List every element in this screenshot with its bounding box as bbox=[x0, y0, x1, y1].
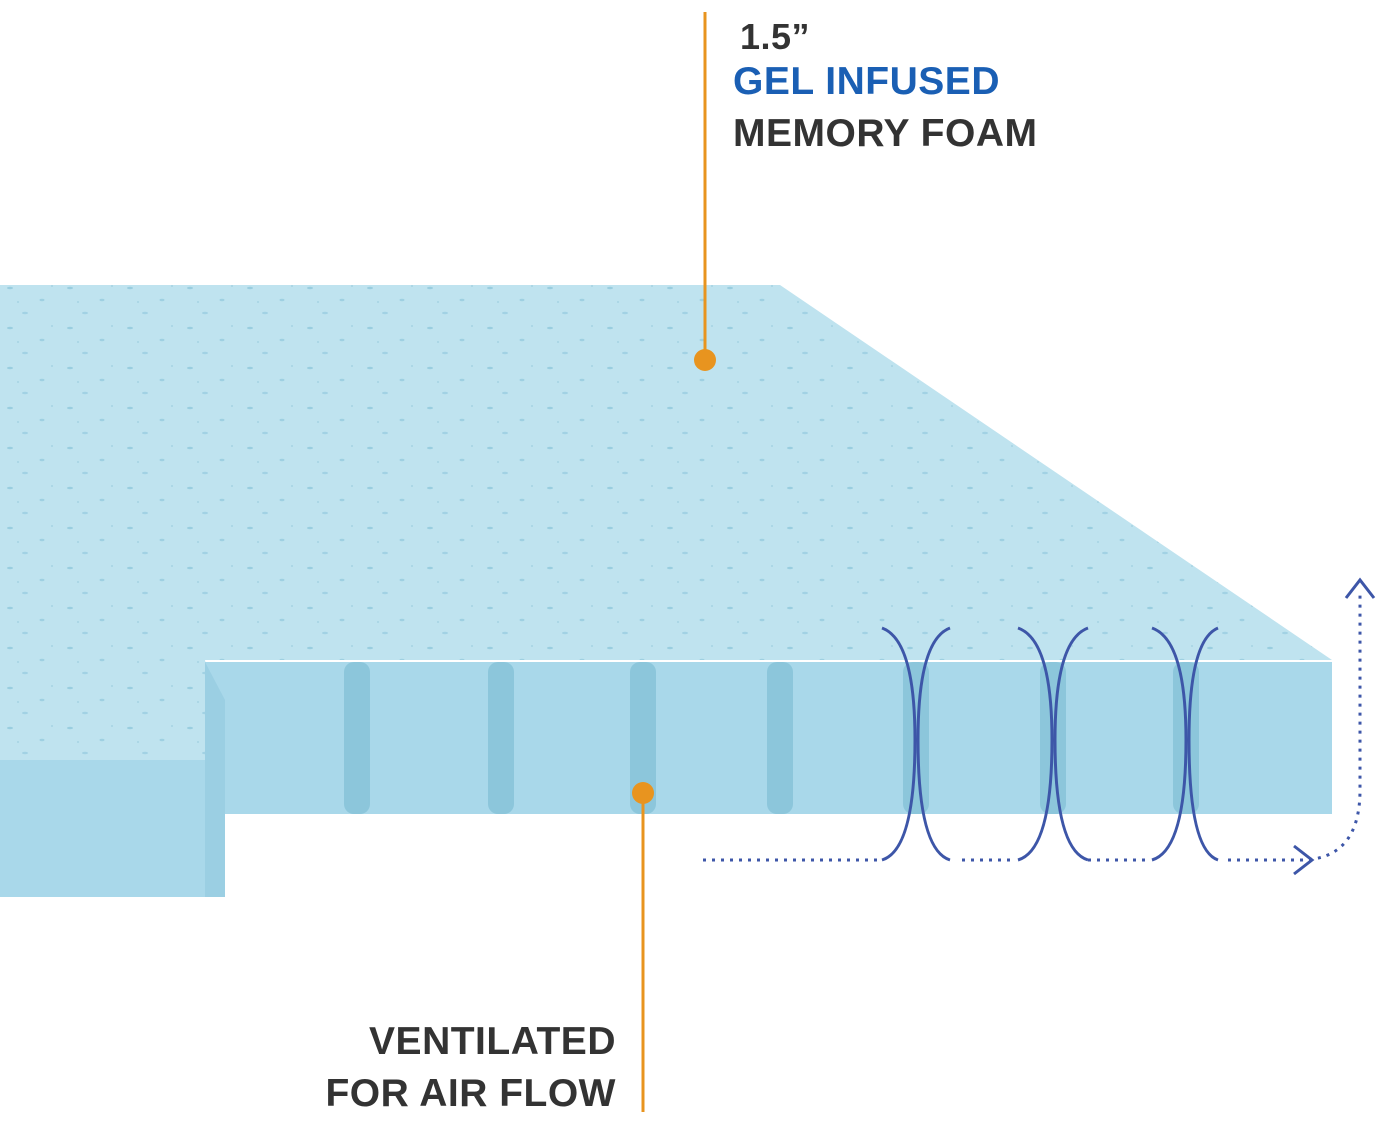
airflow-arrows bbox=[703, 577, 1376, 876]
gel-infused-label: GEL INFUSED bbox=[733, 60, 1000, 103]
air-flow-label: FOR AIR FLOW bbox=[325, 1072, 616, 1115]
callout-dot-bottom bbox=[632, 782, 654, 804]
memory-foam-label: MEMORY FOAM bbox=[733, 112, 1038, 155]
callout-dot-top bbox=[694, 349, 716, 371]
thickness-label: 1.5” bbox=[740, 16, 811, 57]
foam-left-block bbox=[0, 760, 225, 897]
ventilated-label: VENTILATED bbox=[369, 1020, 616, 1063]
